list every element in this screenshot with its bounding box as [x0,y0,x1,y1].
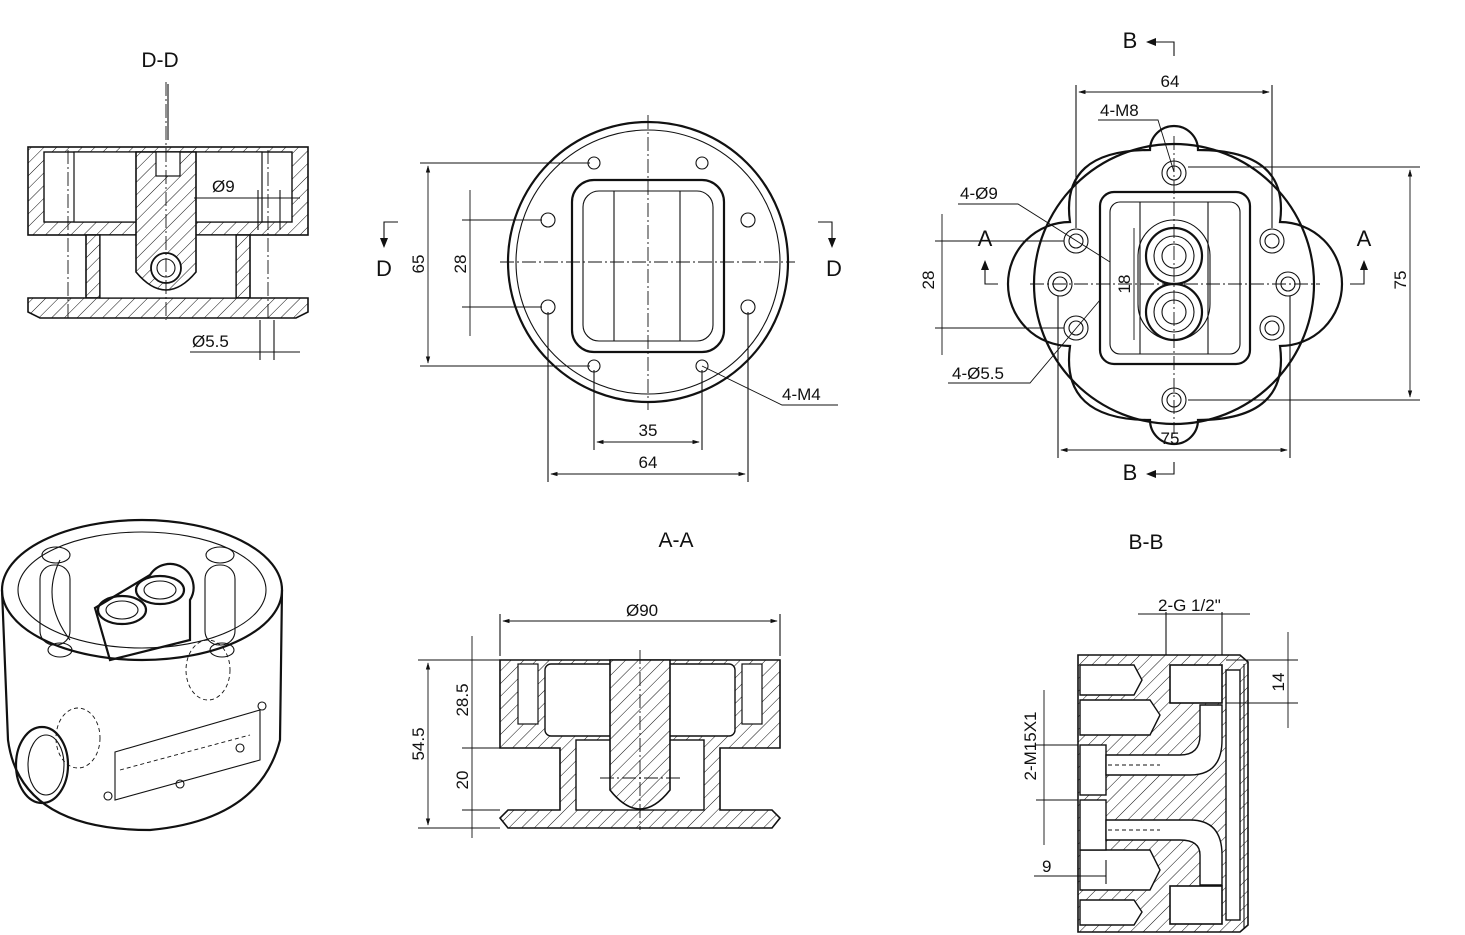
section-aa-view: A-A Ø90 54.5 28.5 20 [409,529,782,838]
cut-mark-b-bottom: B [1123,460,1138,485]
cut-mark-d-left: D [376,256,392,281]
bb-side-thread-label: 2-M15X1 [1021,712,1040,781]
dd-hole-dia-label: Ø9 [212,177,235,196]
right-hole-9-label: 4-Ø9 [960,184,998,203]
bb-port-thread-label: 2-G 1/2" [1158,596,1221,615]
aa-upper-height-label: 28.5 [453,683,472,716]
right-height-28-label: 28 [919,271,938,290]
right-view: B B A A [919,28,1420,485]
aa-diameter-label: Ø90 [626,601,658,620]
front-inner-height-label: 28 [451,255,470,274]
section-bb-title: B-B [1128,531,1163,554]
section-dd-view: D-D Ø9 Ø5.5 [27,49,309,360]
aa-total-height-label: 54.5 [409,727,428,760]
right-top-width-label: 64 [1161,72,1180,91]
bb-port-depth-label: 14 [1269,673,1288,692]
front-view: D D 65 28 4-M4 3 [376,115,842,482]
cut-mark-d-right: D [826,256,842,281]
right-thread-label: 4-M8 [1100,101,1139,120]
cut-mark-b-top: B [1123,28,1138,53]
isometric-view [0,518,284,832]
front-spacing-label: 35 [639,421,658,440]
aa-lower-height-label: 20 [453,771,472,790]
right-hole-55-label: 4-Ø5.5 [952,364,1004,383]
right-width-75-label: 75 [1161,429,1180,448]
front-height-label: 65 [409,255,428,274]
cut-mark-a-left: A [978,226,993,251]
section-aa-title: A-A [658,529,693,552]
front-thread-label: 4-M4 [782,385,821,404]
right-port-spacing-label: 18 [1115,275,1134,294]
dd-counterbore-label: Ø5.5 [192,332,229,351]
right-height-75-label: 75 [1391,271,1410,290]
section-dd-title: D-D [141,49,178,72]
section-bb-view: B-B 2-G 1/2" 14 2-M15X1 [1021,531,1298,933]
cut-mark-a-right: A [1357,226,1372,251]
front-width-label: 64 [639,453,658,472]
bb-wall-label: 9 [1042,857,1051,876]
